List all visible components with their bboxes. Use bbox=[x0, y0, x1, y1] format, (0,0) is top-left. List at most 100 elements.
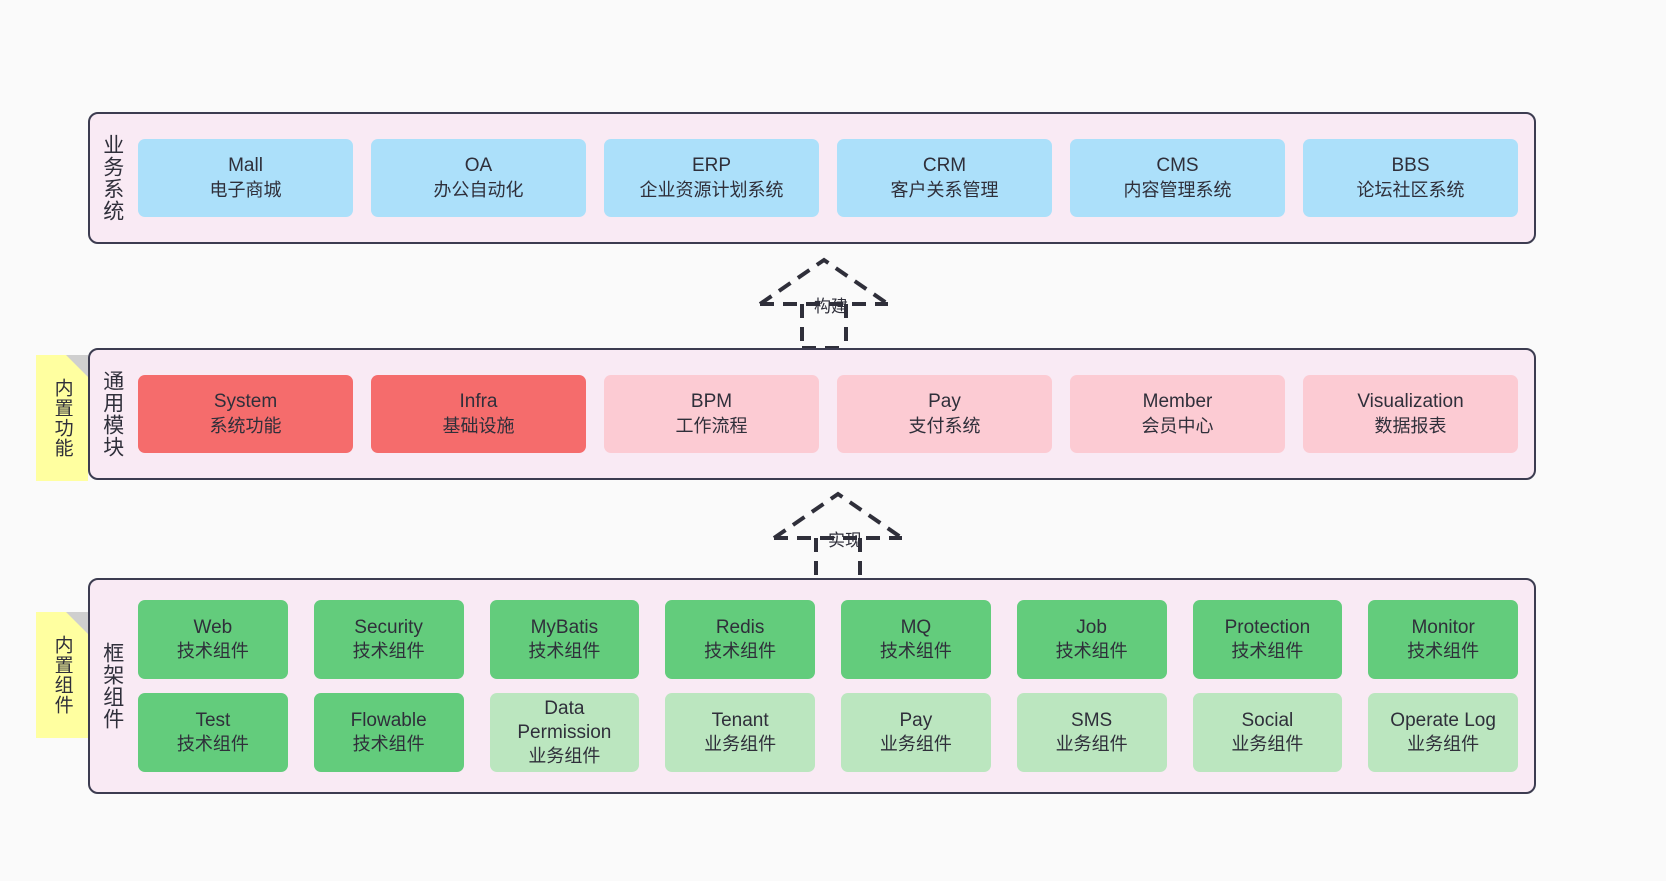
node-title: BBS bbox=[1391, 155, 1430, 177]
node-desc: 数据报表 bbox=[1374, 415, 1447, 436]
note-builtin-functions: 内置功能 bbox=[36, 355, 88, 481]
node-desc: 基础设施 bbox=[442, 415, 515, 436]
node-desc: 技术组件 bbox=[352, 734, 425, 755]
node-erp[interactable]: ERP 企业资源计划系统 bbox=[604, 139, 819, 217]
spacer bbox=[586, 139, 604, 217]
folded-corner-icon bbox=[66, 612, 88, 634]
node-security[interactable]: Security 技术组件 bbox=[313, 600, 464, 679]
node-protection[interactable]: Protection 技术组件 bbox=[1192, 600, 1343, 679]
note-label: 内置组件 bbox=[51, 635, 73, 715]
dashed-up-arrow-icon bbox=[772, 491, 904, 584]
node-desc: 技术组件 bbox=[528, 641, 601, 662]
framework-row-technical: Web 技术组件 Security 技术组件 MyBatis 技术组件 bbox=[138, 600, 1518, 679]
node-title: System bbox=[213, 391, 278, 413]
node-title: MyBatis bbox=[530, 616, 599, 638]
node-crm[interactable]: CRM 客户关系管理 bbox=[837, 139, 1052, 217]
node-mq[interactable]: MQ 技术组件 bbox=[841, 600, 991, 679]
node-title: ERP bbox=[691, 155, 732, 177]
spacer bbox=[1342, 693, 1368, 772]
layer-title-business: 业务系统 bbox=[100, 134, 124, 222]
node-title: BPM bbox=[690, 391, 733, 413]
note-label: 内置功能 bbox=[51, 378, 73, 458]
node-social[interactable]: Social 业务组件 bbox=[1192, 693, 1343, 772]
node-title: Monitor bbox=[1411, 616, 1475, 638]
node-monitor[interactable]: Monitor 技术组件 bbox=[1368, 600, 1518, 679]
node-operate-log[interactable]: Operate Log 业务组件 bbox=[1368, 693, 1518, 772]
node-desc: 技术组件 bbox=[1055, 641, 1128, 662]
node-title: Redis bbox=[715, 616, 765, 638]
spacer bbox=[1167, 693, 1193, 772]
layer-business-systems: 业务系统 Mall 电子商城 OA 办公自动化 ERP 企业资源计划系统 bbox=[88, 112, 1536, 244]
node-oa[interactable]: OA 办公自动化 bbox=[371, 139, 586, 217]
node-desc: 业务组件 bbox=[1055, 734, 1128, 755]
node-title: Job bbox=[1076, 616, 1107, 638]
node-title: SMS bbox=[1071, 709, 1113, 731]
node-pay-module[interactable]: Pay 支付系统 bbox=[837, 375, 1052, 453]
spacer bbox=[288, 600, 314, 679]
node-desc: 会员中心 bbox=[1141, 415, 1214, 436]
layer-title-framework: 框架组件 bbox=[100, 642, 124, 730]
node-visualization[interactable]: Visualization 数据报表 bbox=[1303, 375, 1518, 453]
layer-common-modules: 通用模块 System 系统功能 Infra 基础设施 BPM 工作流程 bbox=[88, 348, 1536, 480]
node-desc: 内容管理系统 bbox=[1123, 179, 1232, 200]
node-title: Security bbox=[354, 616, 423, 638]
node-desc: 技术组件 bbox=[176, 734, 249, 755]
spacer bbox=[991, 693, 1017, 772]
node-title: OA bbox=[464, 155, 493, 177]
spacer bbox=[1285, 139, 1303, 217]
spacer bbox=[1052, 375, 1070, 453]
node-redis[interactable]: Redis 技术组件 bbox=[665, 600, 815, 679]
node-title: Protection bbox=[1224, 616, 1311, 638]
node-desc: 业务组件 bbox=[1407, 734, 1480, 755]
node-desc: 业务组件 bbox=[704, 734, 777, 755]
node-mall[interactable]: Mall 电子商城 bbox=[138, 139, 353, 217]
node-title: CMS bbox=[1156, 155, 1199, 177]
spacer bbox=[353, 375, 371, 453]
node-flowable[interactable]: Flowable 技术组件 bbox=[313, 693, 464, 772]
node-cms[interactable]: CMS 内容管理系统 bbox=[1070, 139, 1285, 217]
layer-title-modules: 通用模块 bbox=[100, 370, 124, 458]
node-desc: 技术组件 bbox=[176, 641, 249, 662]
node-desc: 客户关系管理 bbox=[890, 179, 999, 200]
node-pay-component[interactable]: Pay 业务组件 bbox=[841, 693, 991, 772]
connector-label-implement: 实现 bbox=[828, 531, 862, 550]
spacer bbox=[1342, 600, 1368, 679]
node-desc: 技术组件 bbox=[879, 641, 952, 662]
node-title: Social bbox=[1241, 709, 1294, 731]
node-desc: 论坛社区系统 bbox=[1356, 179, 1465, 200]
spacer bbox=[1285, 375, 1303, 453]
node-infra[interactable]: Infra 基础设施 bbox=[371, 375, 586, 453]
node-web[interactable]: Web 技术组件 bbox=[138, 600, 288, 679]
node-desc: 技术组件 bbox=[1231, 641, 1304, 662]
node-member[interactable]: Member 会员中心 bbox=[1070, 375, 1285, 453]
node-mybatis[interactable]: MyBatis 技术组件 bbox=[489, 600, 640, 679]
node-desc: 业务组件 bbox=[1231, 734, 1304, 755]
node-desc: 企业资源计划系统 bbox=[639, 179, 784, 200]
node-bpm[interactable]: BPM 工作流程 bbox=[604, 375, 819, 453]
node-desc: 技术组件 bbox=[1407, 641, 1480, 662]
note-builtin-components: 内置组件 bbox=[36, 612, 88, 738]
spacer bbox=[1167, 600, 1193, 679]
spacer bbox=[288, 693, 314, 772]
node-title: Member bbox=[1142, 391, 1213, 413]
node-data-permission[interactable]: Data Permission 业务组件 bbox=[489, 693, 640, 772]
layer-framework-components: 框架组件 Web 技术组件 Security 技术组件 MyBat bbox=[88, 578, 1536, 794]
node-tenant[interactable]: Tenant 业务组件 bbox=[665, 693, 815, 772]
connector-build: 构建 bbox=[752, 252, 942, 350]
spacer bbox=[815, 693, 841, 772]
node-job[interactable]: Job 技术组件 bbox=[1016, 600, 1167, 679]
node-desc: 办公自动化 bbox=[433, 179, 524, 200]
spacer bbox=[819, 375, 837, 453]
node-bbs[interactable]: BBS 论坛社区系统 bbox=[1303, 139, 1518, 217]
framework-row-business: Test 技术组件 Flowable 技术组件 Data Permission … bbox=[138, 693, 1518, 772]
spacer bbox=[353, 139, 371, 217]
spacer bbox=[639, 693, 665, 772]
node-desc: 电子商城 bbox=[209, 179, 282, 200]
layer-body-business: Mall 电子商城 OA 办公自动化 ERP 企业资源计划系统 CRM 客户关系… bbox=[134, 114, 1534, 242]
node-test[interactable]: Test 技术组件 bbox=[138, 693, 288, 772]
node-system[interactable]: System 系统功能 bbox=[138, 375, 353, 453]
node-desc: 技术组件 bbox=[352, 641, 425, 662]
node-sms[interactable]: SMS 业务组件 bbox=[1016, 693, 1167, 772]
node-desc: 工作流程 bbox=[675, 415, 748, 436]
